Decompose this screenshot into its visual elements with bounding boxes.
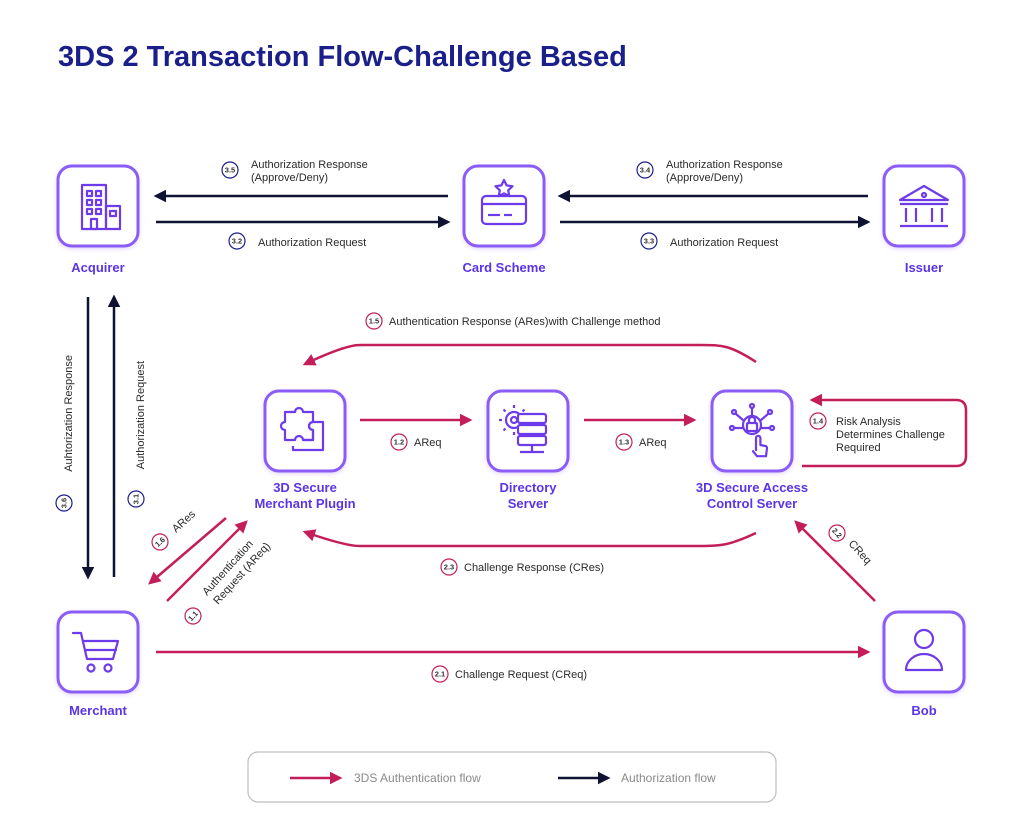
svg-text:CReq: CReq [846, 538, 874, 567]
acquirer-label: Acquirer [71, 260, 124, 275]
arrow-1-1 [166, 520, 248, 602]
svg-text:Required: Required [836, 442, 881, 454]
svg-text:Authorization Response: Authorization Response [666, 159, 783, 171]
svg-text:Authorization Request: Authorization Request [670, 237, 778, 249]
node-bob: Bob [882, 610, 966, 718]
arrow-1-6 [148, 517, 227, 585]
arrow-2-2 [794, 520, 876, 602]
legend-authorization-flow-label: Authorization flow [621, 771, 716, 785]
svg-text:Authentication Response (ARes): Authentication Response (ARes)with Chall… [389, 316, 661, 328]
step-3-1: 3.1 Authorization Request [127, 361, 147, 508]
svg-text:AReq: AReq [639, 437, 667, 449]
puzzle-icon [279, 406, 325, 452]
step-3-6: 3.6 Auhtorization Response [55, 355, 75, 512]
svg-text:1.3: 1.3 [619, 438, 629, 447]
step-1-3: 1.3 AReq [615, 433, 667, 451]
svg-text:Authorization Request: Authorization Request [135, 361, 147, 469]
svg-text:Risk Analysis: Risk Analysis [836, 416, 901, 428]
step-3-5: 3.5 Authorization Response (Approve/Deny… [221, 159, 368, 184]
svg-text:3.5: 3.5 [225, 166, 235, 175]
building-icon [80, 183, 122, 231]
step-1-6: 1.6 ARes [151, 508, 198, 551]
step-3-2: 3.2 Authorization Request [228, 232, 366, 250]
step-1-4: 1.4 Risk Analysis Determines Challenge R… [809, 412, 945, 454]
step-3-3: 3.3 Authorization Request [640, 232, 778, 250]
node-card-scheme: Card Scheme [462, 164, 546, 275]
svg-text:AReq: AReq [414, 437, 442, 449]
svg-text:3.4: 3.4 [640, 166, 651, 175]
svg-text:Challenge Response (CRes): Challenge Response (CRes) [464, 562, 604, 574]
svg-text:(Approve/Deny): (Approve/Deny) [251, 172, 328, 184]
svg-text:3.3: 3.3 [644, 237, 654, 246]
acs-label-2: Control Server [707, 496, 797, 511]
directory-server-label-2: Server [508, 496, 548, 511]
legend: 3DS Authentication flow Authorization fl… [247, 751, 777, 803]
svg-text:2.3: 2.3 [444, 563, 454, 572]
step-1-5: 1.5 Authentication Response (ARes)with C… [365, 312, 661, 330]
server-gear-icon [499, 405, 548, 454]
node-issuer: Issuer [882, 164, 966, 275]
card-scheme-label: Card Scheme [462, 260, 545, 275]
svg-text:Challenge Request (CReq): Challenge Request (CReq) [455, 669, 587, 681]
merchant-label: Merchant [69, 703, 127, 718]
directory-server-label-1: Directory [499, 480, 557, 495]
bob-label: Bob [911, 703, 936, 718]
svg-text:1.2: 1.2 [394, 438, 404, 447]
svg-text:1.5: 1.5 [369, 317, 379, 326]
card-star-icon [480, 178, 528, 226]
step-3-4: 3.4 Authorization Response (Approve/Deny… [636, 159, 783, 184]
svg-text:(Approve/Deny): (Approve/Deny) [666, 172, 743, 184]
node-acquirer: Acquirer [56, 164, 140, 275]
svg-text:1.4: 1.4 [813, 417, 824, 426]
acs-label-1: 3D Secure Access [696, 480, 808, 495]
svg-text:3.1: 3.1 [132, 494, 141, 504]
issuer-label: Issuer [905, 260, 943, 275]
svg-text:3.6: 3.6 [60, 498, 69, 508]
node-directory-server: Directory Server [486, 389, 570, 511]
merchant-plugin-label-1: 3D Secure [273, 480, 337, 495]
svg-text:Authorization Request: Authorization Request [258, 237, 366, 249]
svg-text:Auhtorization Response: Auhtorization Response [63, 355, 75, 472]
legend-auth-flow-label: 3DS Authentication flow [354, 771, 481, 785]
arrow-1-4 [802, 393, 968, 468]
merchant-plugin-label-2: Merchant Plugin [254, 496, 355, 511]
user-icon [904, 628, 944, 672]
svg-text:Determines Challenge: Determines Challenge [836, 429, 945, 441]
step-1-2: 1.2 AReq [390, 433, 442, 451]
page-title: 3DS 2 Transaction Flow-Challenge Based [58, 41, 627, 73]
arrow-1-5 [302, 343, 757, 366]
svg-text:3.2: 3.2 [232, 237, 242, 246]
arrow-2-3 [302, 529, 757, 548]
step-1-1: 1.1 Authentication Request (AReq) [184, 538, 273, 625]
node-merchant: Merchant [56, 610, 140, 718]
svg-text:2.1: 2.1 [435, 670, 445, 679]
bank-icon [898, 184, 950, 228]
step-2-1: 2.1 Challenge Request (CReq) [431, 665, 587, 683]
node-merchant-plugin: 3D Secure Merchant Plugin [254, 389, 356, 511]
node-acs: 3D Secure Access Control Server [696, 389, 808, 511]
svg-text:ARes: ARes [170, 508, 198, 535]
step-2-3: 2.3 Challenge Response (CRes) [440, 558, 604, 576]
svg-text:Authorization Response: Authorization Response [251, 159, 368, 171]
cart-icon [71, 631, 120, 673]
network-touch-icon [728, 402, 776, 458]
